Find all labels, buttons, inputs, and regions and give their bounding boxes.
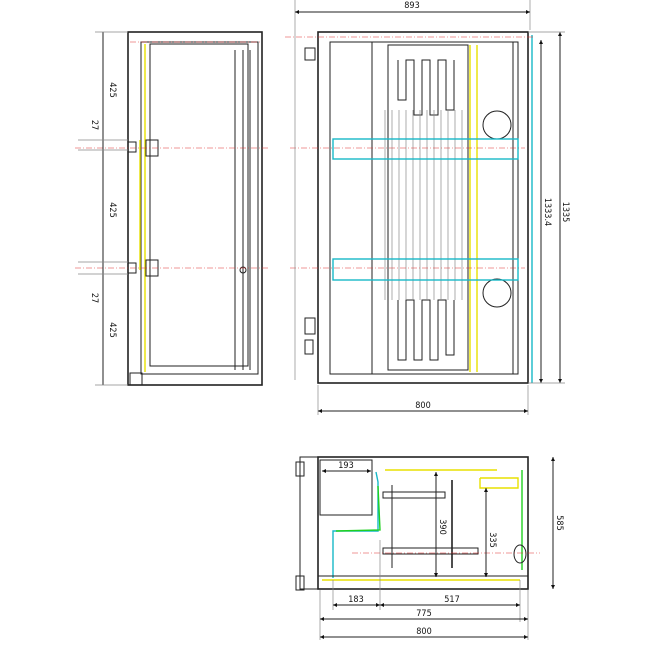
dim-517: 517	[444, 595, 459, 605]
dim-27-bottom: 27	[89, 293, 99, 303]
dim-390: 390	[437, 519, 447, 534]
dim-27-top: 27	[89, 120, 99, 130]
dim-800-front: 800	[415, 401, 430, 411]
dim-585: 585	[554, 515, 564, 530]
dim-1335: 1335	[560, 202, 570, 223]
dim-425-bottom: 425	[107, 322, 117, 337]
dim-1333-4: 1333.4	[542, 198, 552, 226]
dim-425-top: 425	[107, 82, 117, 97]
dim-893: 893	[404, 1, 419, 11]
dim-800-plan: 800	[416, 627, 431, 637]
dim-425-mid: 425	[107, 202, 117, 217]
side-view: 425 27 425 27 425	[75, 31, 270, 386]
dim-183: 183	[348, 595, 363, 605]
front-view: 893 800 1333.4 1335	[285, 0, 570, 415]
dim-335: 335	[487, 532, 497, 547]
plan-view: 390 335 193 585 183 517 775 800	[295, 456, 564, 640]
dim-775: 775	[416, 609, 431, 619]
dim-193: 193	[338, 461, 353, 471]
